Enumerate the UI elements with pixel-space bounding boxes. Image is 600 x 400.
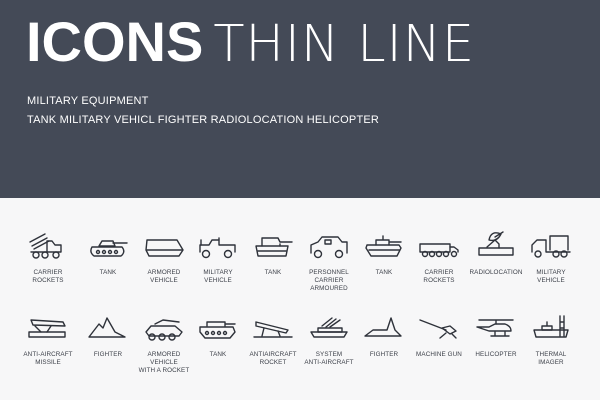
icon-label: FIGHTER — [93, 351, 123, 358]
icon-cell-radiolocation: RADIOLOCATION — [466, 228, 526, 277]
subtitle-keywords: TANK MILITARY VEHICL FIGHTER RADIOLOCATI… — [27, 114, 380, 126]
icon-cell-tank-2: TANK — [243, 228, 303, 277]
icon-label: TANK — [209, 351, 227, 358]
carrier-rockets-icon — [29, 233, 62, 259]
icon-cell-tank-3: TANK — [354, 228, 414, 277]
icon-cell-anti-aircraft-missile: ANTI-AIRCRAFT MISSILE — [18, 310, 78, 367]
icon-label: FIGHTER — [369, 351, 399, 358]
machine-gun-icon — [419, 319, 457, 339]
icon-cell-carrier-rockets: CARRIER ROCKETS — [18, 228, 78, 285]
subtitle-category: MILITARY EQUIPMENT — [27, 95, 149, 107]
icon-cell-antiaircraft-rocket: ANTIAIRCRAFT ROCKET — [243, 310, 303, 367]
icon-label: SYSTEM ANTI-AIRCRAFT — [304, 351, 354, 366]
tank-icon — [199, 321, 236, 339]
icon-label: THERMAL IMAGER — [535, 351, 567, 366]
icon-cell-tank: TANK — [78, 228, 138, 277]
icon-label: RADIOLOCATION — [469, 269, 523, 276]
icon-cell-fighter-2: FIGHTER — [354, 310, 414, 359]
tank-icon — [90, 240, 128, 257]
system-anti-aircraft-icon — [310, 317, 348, 338]
tank-icon — [365, 235, 402, 257]
title-bold: ICONS — [26, 10, 204, 73]
icon-cell-military-vehicle: MILITARY VEHICLE — [188, 228, 248, 285]
personnel-carrier-icon — [310, 236, 348, 259]
anti-aircraft-missile-icon — [28, 319, 66, 338]
title-thin: THIN LINE — [213, 15, 476, 74]
thermal-imager-icon — [533, 315, 569, 338]
icon-label: ANTIAIRCRAFT ROCKET — [249, 351, 297, 366]
armored-vehicle-rocket-icon — [145, 319, 183, 341]
icon-label: TANK — [375, 269, 393, 276]
military-vehicle-icon — [531, 235, 571, 258]
icon-cell-tank-4: TANK — [188, 310, 248, 359]
icon-cell-military-vehicle-2: MILITARY VEHICLE — [521, 228, 581, 285]
icon-cell-thermal-imager: THERMAL IMAGER — [521, 310, 581, 367]
icon-label: PERSONNEL CARRIER ARMOURED — [309, 269, 349, 292]
military-vehicle-icon — [199, 237, 236, 259]
icon-label: HELICOPTER — [475, 351, 517, 358]
helicopter-icon — [476, 319, 514, 337]
icon-cell-fighter: FIGHTER — [78, 310, 138, 359]
icon-label: ARMORED VEHICLE — [147, 269, 181, 284]
icon-cell-carrier-rockets-2: CARRIER ROCKETS — [409, 228, 469, 285]
fighter-icon — [364, 317, 402, 337]
fighter-icon — [88, 317, 126, 338]
armored-vehicle-icon — [145, 239, 184, 257]
icon-label: CARRIER ROCKETS — [32, 269, 64, 284]
icon-cell-machine-gun: MACHINE GUN — [409, 310, 469, 359]
icon-label: CARRIER ROCKETS — [423, 269, 455, 284]
icon-cell-personnel-carrier: PERSONNEL CARRIER ARMOURED — [299, 228, 359, 293]
icon-label: ANTI-AIRCRAFT MISSILE — [23, 351, 73, 366]
carrier-rockets-icon — [419, 243, 459, 258]
antiaircraft-rocket-icon — [253, 321, 293, 338]
icon-cell-armored-vehicle-rocket: ARMORED VEHICLE WITH A ROCKET — [134, 310, 194, 375]
icon-label: MACHINE GUN — [416, 351, 462, 358]
icon-label: TANK — [99, 269, 117, 276]
icon-cell-helicopter: HELICOPTER — [466, 310, 526, 359]
tank-icon — [255, 237, 293, 257]
icon-cell-system-anti-aircraft: SYSTEM ANTI-AIRCRAFT — [299, 310, 359, 367]
icon-label: MILITARY VEHICLE — [203, 269, 233, 284]
icon-label: TANK — [264, 269, 282, 276]
icon-cell-armored-vehicle: ARMORED VEHICLE — [134, 228, 194, 285]
icon-label: ARMORED VEHICLE WITH A ROCKET — [138, 351, 190, 374]
icon-label: MILITARY VEHICLE — [536, 269, 566, 284]
radiolocation-icon — [478, 231, 514, 256]
